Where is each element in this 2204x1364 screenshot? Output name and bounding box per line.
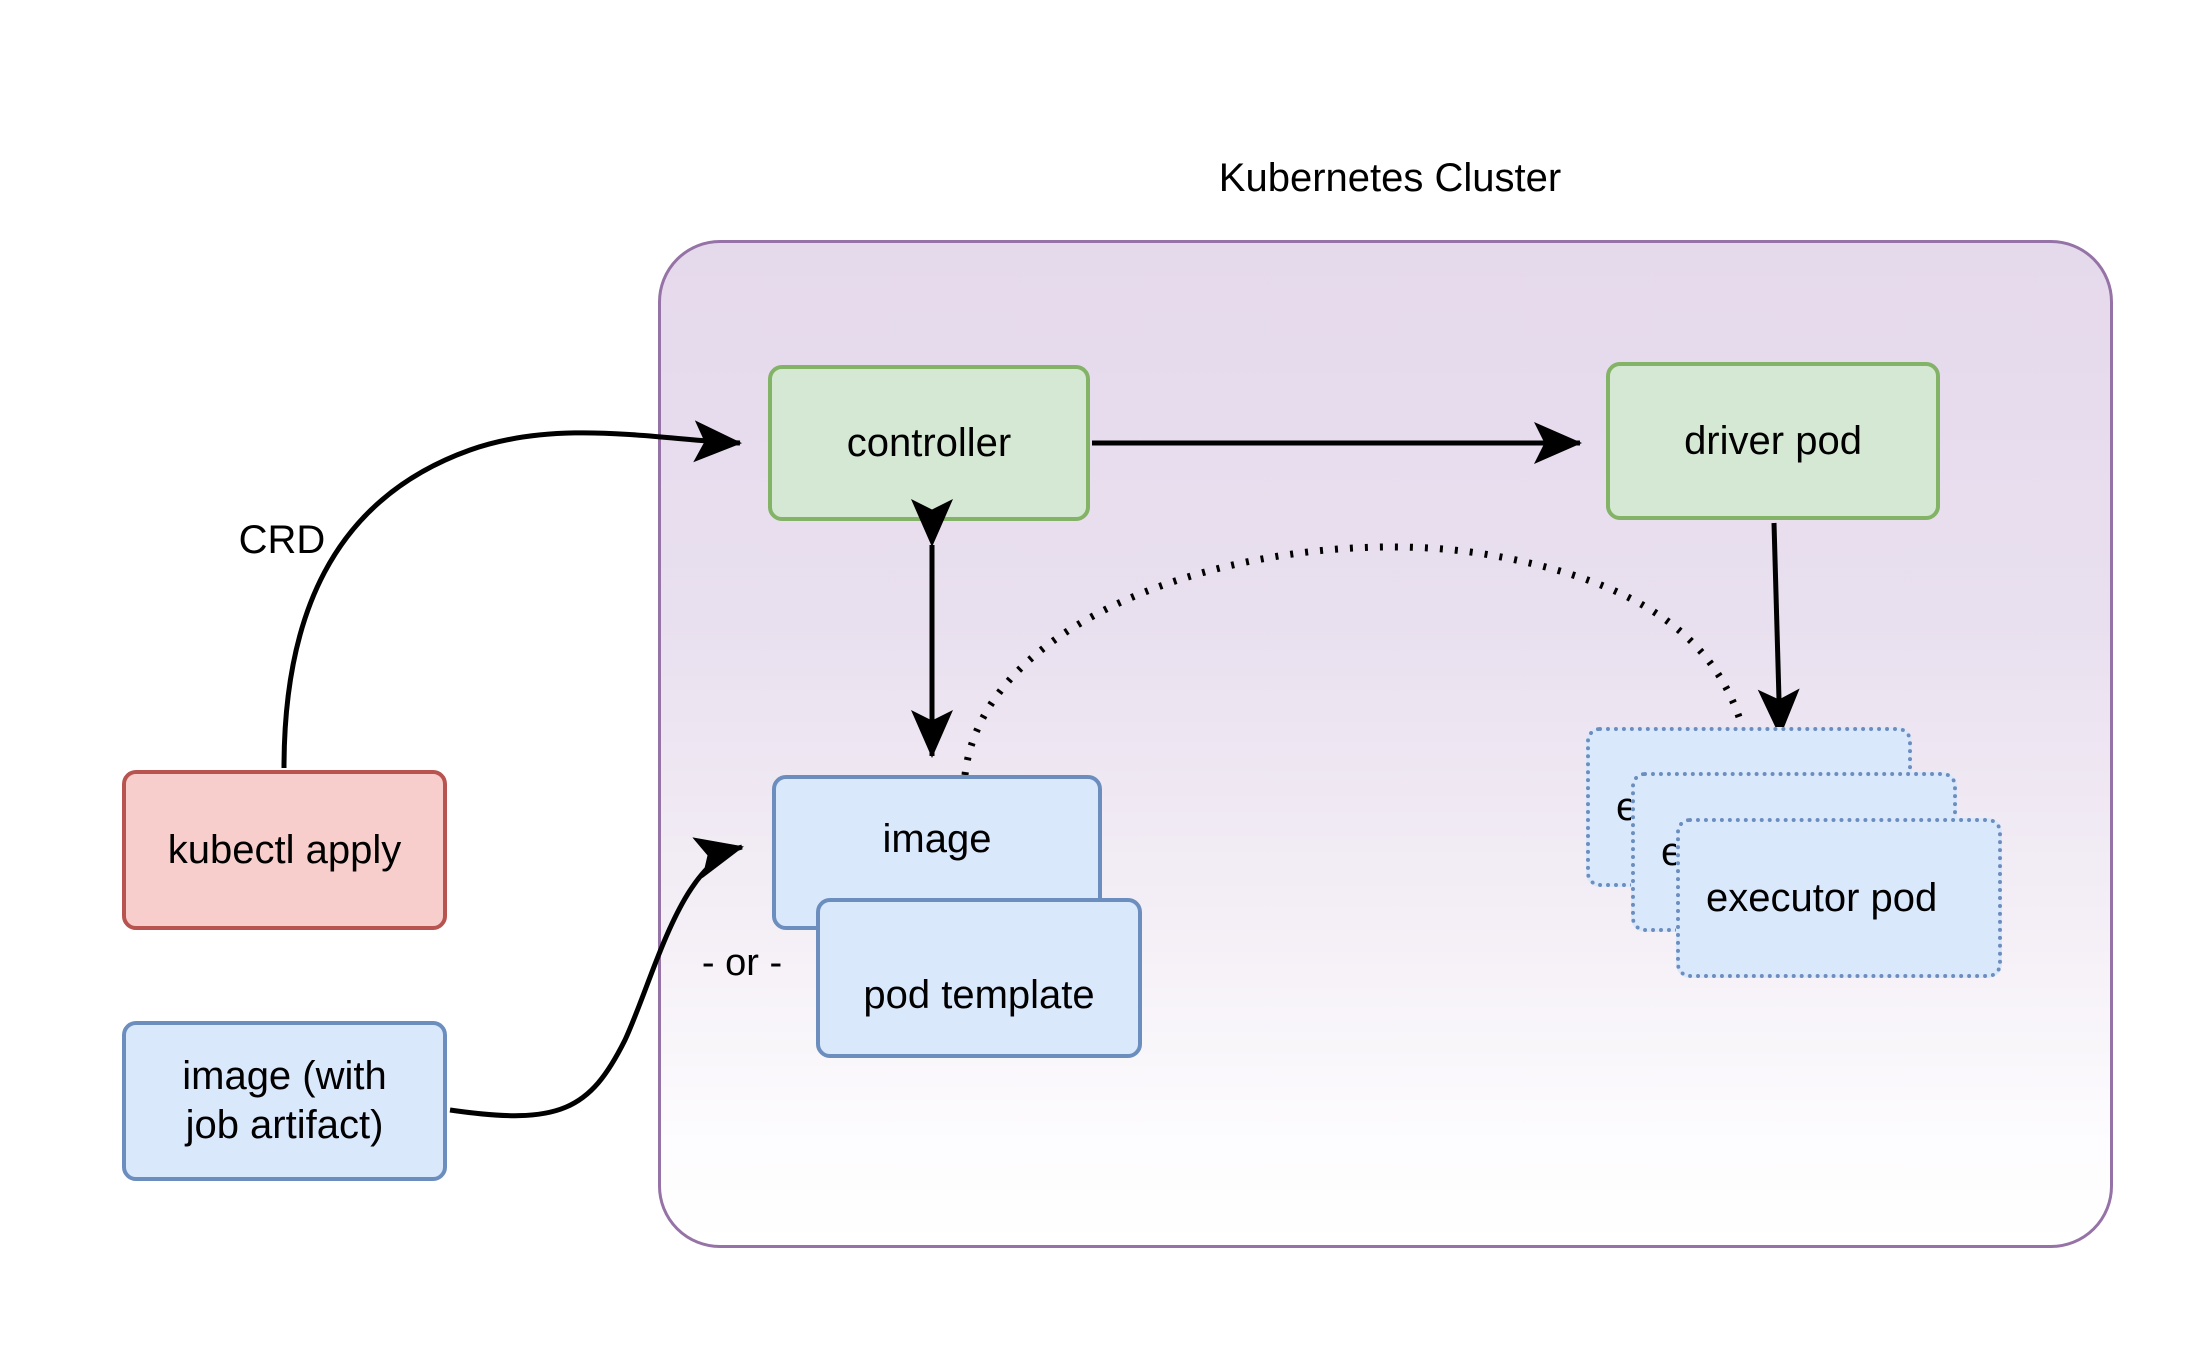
image-with-job-artifact-node[interactable]: image (with job artifact)	[122, 1021, 447, 1181]
pod-template-label: pod template	[863, 973, 1095, 1018]
executor-pod-node-front[interactable]: executor pod	[1676, 818, 2002, 978]
image-artifact-label-line2: job artifact)	[185, 1103, 384, 1147]
executor-pod-label-front: executor pod	[1706, 875, 1938, 920]
driver-pod-label: driver pod	[1684, 418, 1862, 463]
crd-edge-label: CRD	[238, 517, 326, 562]
kubectl-apply-label: kubectl apply	[167, 827, 402, 872]
image-label: image	[882, 817, 992, 861]
cluster-title-label: Kubernetes Cluster	[1218, 155, 1562, 200]
pod-template-node[interactable]: pod template	[816, 898, 1142, 1058]
or-separator-label: - or -	[701, 941, 783, 984]
controller-node[interactable]: controller	[768, 365, 1090, 521]
driver-pod-node[interactable]: driver pod	[1606, 362, 1940, 520]
controller-label: controller	[846, 420, 1012, 465]
image-artifact-label-line1: image (with	[182, 1054, 387, 1099]
kubectl-apply-node[interactable]: kubectl apply	[122, 770, 447, 930]
